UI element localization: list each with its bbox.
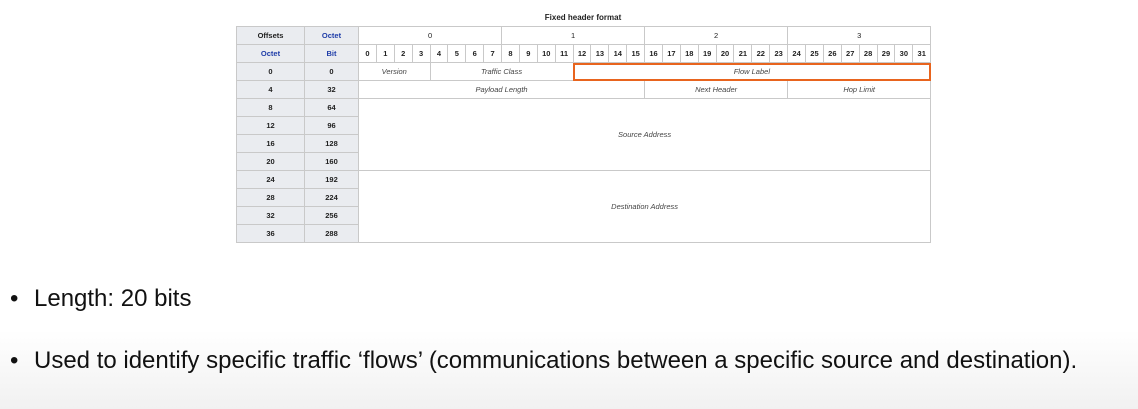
bullet-length: • Length: 20 bits xyxy=(10,285,1110,315)
header-row: 12 96 xyxy=(236,116,931,135)
slide-bottom-shade xyxy=(0,330,1138,409)
row-bit: 96 xyxy=(304,116,359,135)
bit-number-cell: 7 xyxy=(483,44,503,63)
row-octet: 24 xyxy=(236,170,305,189)
field-payload-length: Payload Length xyxy=(357,80,646,99)
octet-column-0: 0 xyxy=(357,26,503,45)
row-bit: 256 xyxy=(304,206,359,225)
bit-number-cell: 6 xyxy=(465,44,485,63)
bit-number-cell: 11 xyxy=(554,44,574,63)
bit-number-cell: 21 xyxy=(733,44,753,63)
field-version: Version xyxy=(358,62,431,81)
table-caption: Fixed header format xyxy=(544,13,622,22)
bit-number-cell: 29 xyxy=(876,44,896,63)
field-traffic-class: Traffic Class xyxy=(429,62,574,81)
bit-number-cell: 31 xyxy=(912,44,932,63)
header-row: 16 128 xyxy=(236,134,931,153)
row-octet: 8 xyxy=(236,98,305,117)
bullet-dot: • xyxy=(10,285,19,312)
bit-number-cell: 28 xyxy=(858,44,878,63)
octet-column-3: 3 xyxy=(787,26,932,45)
field-flow-label: Flow Label xyxy=(572,62,932,81)
bit-number-cell: 14 xyxy=(608,44,628,63)
row-bit: 0 xyxy=(304,62,359,81)
bit-number-cell: 22 xyxy=(751,44,771,63)
bit-number-cell: 17 xyxy=(661,44,681,63)
row-octet: 28 xyxy=(236,188,305,207)
row-bit: 128 xyxy=(304,134,359,153)
field-destination-address: Destination Address xyxy=(357,170,932,243)
row-octet: 32 xyxy=(236,206,305,225)
row-octet: 20 xyxy=(236,152,305,171)
header-row: 36 288 xyxy=(236,224,931,243)
bit-number-cell: 10 xyxy=(536,44,556,63)
bit-number-cell: 18 xyxy=(679,44,699,63)
header-row: 0 0 Version Traffic Class Flow Label xyxy=(236,62,932,81)
header-row: 24 192 Destination Address xyxy=(236,170,932,243)
bullet-usage: • Used to identify specific traffic ‘flo… xyxy=(10,347,1120,403)
header-row: 8 64 Source Address xyxy=(236,98,932,171)
bit-number-cell: 15 xyxy=(626,44,646,63)
row-octet: 4 xyxy=(236,80,305,99)
bit-number-cell: 13 xyxy=(590,44,610,63)
row-octet: 36 xyxy=(236,224,305,243)
header-row: 4 32 Payload Length Next Header Hop Limi… xyxy=(236,80,932,99)
bit-number-cell: 9 xyxy=(518,44,538,63)
bit-number-cell: 23 xyxy=(769,44,789,63)
bit-number-cell: 19 xyxy=(697,44,717,63)
header-row: 28 224 xyxy=(236,188,931,207)
row-bit: 160 xyxy=(304,152,359,171)
bit-number-cell: 26 xyxy=(822,44,842,63)
octet-column-2: 2 xyxy=(644,26,789,45)
offsets-header: Offsets xyxy=(236,26,305,45)
bit-number-cell: 2 xyxy=(393,44,413,63)
bit-row-header: Bit xyxy=(304,44,359,63)
bit-number-cell: 25 xyxy=(805,44,824,63)
octet-column-1: 1 xyxy=(501,26,646,45)
bit-number-cell: 24 xyxy=(787,44,807,63)
bit-number-cell: 12 xyxy=(572,44,592,63)
octet-header: Octet xyxy=(304,26,359,45)
bit-number-cell: 0 xyxy=(358,44,377,63)
field-next-header: Next Header xyxy=(644,80,789,99)
row-octet: 12 xyxy=(236,116,305,135)
row-bit: 288 xyxy=(304,224,359,243)
row-bit: 192 xyxy=(304,170,359,189)
bit-number-cell: 5 xyxy=(447,44,467,63)
bullet-text: Used to identify specific traffic ‘flows… xyxy=(34,347,1078,374)
field-hop-limit: Hop Limit xyxy=(787,80,932,99)
bit-number-cell: 1 xyxy=(375,44,395,63)
row-bit: 224 xyxy=(304,188,359,207)
bullet-text: Length: 20 bits xyxy=(34,285,192,312)
bit-number-cell: 27 xyxy=(840,44,860,63)
bit-number-cell: 8 xyxy=(501,44,520,63)
row-octet: 0 xyxy=(236,62,305,81)
row-bit: 64 xyxy=(304,98,359,117)
bit-number-cell: 4 xyxy=(429,44,449,63)
bit-number-cell: 16 xyxy=(644,44,663,63)
row-octet: 16 xyxy=(236,134,305,153)
octet-header-row: Offsets Octet 0 1 2 3 xyxy=(236,26,932,45)
octet-row-header: Octet xyxy=(236,44,305,63)
field-source-address: Source Address xyxy=(357,98,932,171)
bit-number-cell: 30 xyxy=(894,44,914,63)
row-bit: 32 xyxy=(304,80,359,99)
bit-number-cell: 20 xyxy=(715,44,735,63)
bit-number-cell: 3 xyxy=(411,44,431,63)
bullet-dot: • xyxy=(10,347,19,374)
